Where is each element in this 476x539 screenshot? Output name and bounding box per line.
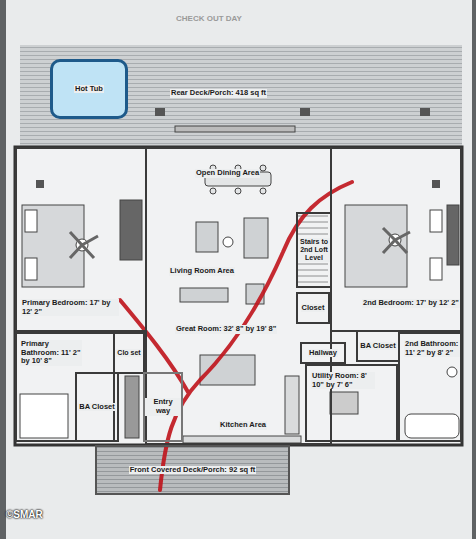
- room-label: Rear Deck/Porch: 418 sq ft: [170, 89, 267, 98]
- watermark: ©SMAR: [6, 509, 43, 520]
- deck-band: Front Covered Deck/Porch: 92 sq ft: [95, 445, 290, 495]
- plan-stroke: [298, 282, 328, 283]
- plan-stroke: [210, 188, 216, 194]
- rear-deck-fill: [20, 45, 462, 147]
- hot-tub: Hot Tub: [50, 59, 128, 119]
- plan-stroke: [298, 222, 328, 223]
- plan-stroke: [298, 234, 328, 235]
- plan-stroke: [244, 218, 268, 258]
- room-label: Clo set: [116, 349, 141, 357]
- paper: [6, 0, 472, 539]
- plan-stroke: [260, 165, 266, 171]
- room-box: 2nd Bedroom: 17' by 12' 2": [330, 147, 462, 332]
- plan-stroke: [25, 210, 37, 232]
- room-label: 2nd Bedroom: 17' by 12' 2": [362, 299, 460, 308]
- plan-stroke: [120, 300, 188, 392]
- plan-stroke: [175, 126, 295, 132]
- faint-heading: CHECK OUT DAY: [176, 14, 242, 23]
- front-deck-fill: [95, 445, 290, 495]
- room-label: Primary Bedroom: 17' by 12' 2": [21, 299, 119, 316]
- room-box: Utility Room: 8' 10" by 7' 6": [305, 364, 398, 442]
- plan-stroke: [70, 232, 98, 258]
- room-label: Open Dining Area: [195, 169, 260, 178]
- entry-box: Entry way: [143, 372, 183, 442]
- house-walls: [15, 147, 462, 445]
- plan-stroke: [180, 288, 228, 302]
- closet-box: BA Closet: [75, 372, 119, 442]
- room-label: Primary Bathroom: 11' 2" by 10' 8": [20, 340, 82, 366]
- plan-stroke: [235, 188, 241, 194]
- plan-stroke: [22, 205, 84, 287]
- room-label: 2nd Bathroom: 11' 2" by 8' 2": [404, 340, 460, 357]
- hall-box: Hallway: [300, 342, 346, 364]
- room-label: Utility Room: 8' 10" by 7' 6": [311, 372, 375, 389]
- plan-stroke: [420, 108, 430, 116]
- plan-stroke: [447, 205, 459, 265]
- plan-stroke: [36, 180, 44, 188]
- room-label: BA Closet: [359, 342, 397, 351]
- living-furniture: [180, 218, 268, 385]
- plan-stroke: [25, 258, 37, 280]
- plan-stroke: [183, 436, 301, 443]
- plan-stroke: [196, 222, 218, 252]
- plan-stroke: [345, 205, 407, 287]
- plan-stroke: [285, 376, 299, 434]
- closet-box: Closet: [296, 292, 330, 324]
- room-label: Closet: [301, 304, 326, 313]
- primary-bed: [22, 200, 142, 287]
- plan-stroke: [405, 414, 459, 438]
- deck-band: Rear Deck/Porch: 418 sq ft Hot Tub: [20, 45, 462, 147]
- room-label: Entry way: [145, 398, 181, 415]
- kitchen-counters: [183, 376, 301, 443]
- bath-fixtures: [20, 341, 459, 438]
- plan-stroke: [383, 228, 410, 253]
- plan-stroke: [260, 188, 266, 194]
- plan-stroke: [298, 276, 328, 277]
- room-label: Front Covered Deck/Porch: 92 sq ft: [129, 466, 256, 475]
- room-label: Living Room Area: [169, 267, 235, 276]
- room-box: 2nd Bathroom: 11' 2" by 8' 2": [398, 332, 462, 442]
- plan-stroke: [298, 264, 328, 265]
- room-label: Great Room: 32' 8" by 19' 8": [175, 325, 277, 334]
- plan-stroke: [430, 258, 442, 280]
- plan-stroke: [120, 200, 142, 260]
- plan-stroke: [432, 180, 440, 188]
- closet-box: Clo set: [113, 332, 145, 374]
- plan-stroke: [300, 108, 310, 116]
- room-label: Stairs to 2nd Loft Level: [298, 238, 330, 262]
- plan-stroke: [330, 392, 358, 414]
- plan-stroke: [125, 376, 139, 438]
- stair-box: Stairs to 2nd Loft Level: [296, 212, 332, 288]
- plan-stroke: [155, 108, 165, 116]
- room-label: Kitchen Area: [219, 421, 267, 430]
- closet-box: BA Closet: [356, 330, 400, 362]
- room-label: Hot Tub: [74, 85, 104, 94]
- plan-stroke: [430, 210, 442, 232]
- room-label: BA Closet: [78, 403, 116, 412]
- room-label: Hallway: [308, 349, 338, 358]
- room-box: Primary Bathroom: 11' 2" by 10' 8": [15, 332, 115, 442]
- second-bed: [345, 205, 459, 287]
- plan-stroke: [447, 367, 457, 377]
- room-box: Primary Bedroom: 17' by 12' 2": [15, 147, 147, 332]
- plan-stroke: [223, 237, 233, 247]
- plan-stroke: [298, 228, 328, 229]
- dining-table: [175, 126, 295, 194]
- plan-stroke: [20, 394, 68, 438]
- plan-stroke: [298, 270, 328, 271]
